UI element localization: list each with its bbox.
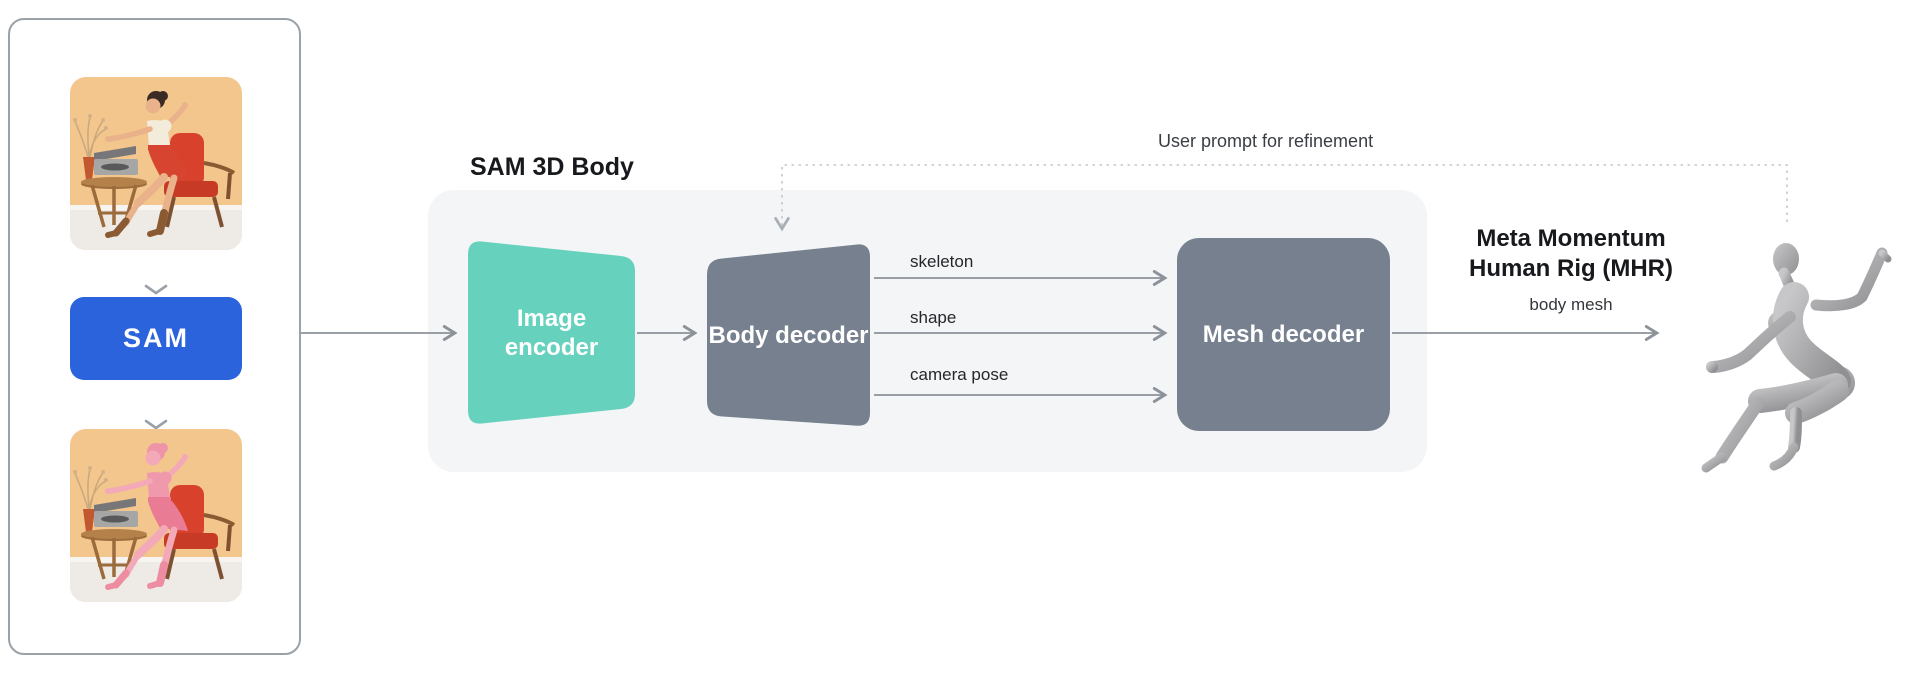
result-title: Meta Momentum Human Rig (MHR) bbox=[1441, 224, 1701, 284]
output-label-camera-pose: camera pose bbox=[910, 365, 1009, 384]
image-encoder-node bbox=[468, 241, 635, 424]
result-title-line1: Meta Momentum bbox=[1476, 225, 1666, 252]
chevron-down-icon bbox=[144, 419, 168, 430]
output-label-skeleton: skeleton bbox=[910, 252, 974, 271]
refinement-feedback-line bbox=[774, 164, 1788, 232]
mesh-decoder-node: Mesh decoder bbox=[1177, 238, 1390, 431]
result-subtitle: body mesh bbox=[1529, 295, 1613, 314]
result-title-line2: Human Rig (MHR) bbox=[1469, 255, 1673, 282]
image-encoder-label: Image encoder bbox=[504, 304, 599, 361]
refinement-label: User prompt for refinement bbox=[1158, 131, 1374, 151]
pipeline-title: SAM 3D Body bbox=[470, 153, 634, 181]
input-panel: SAM bbox=[8, 18, 301, 655]
chevron-down-icon bbox=[144, 284, 168, 295]
body-mesh-figure bbox=[1701, 243, 1892, 473]
sam-node: SAM bbox=[70, 297, 242, 380]
output-label-shape: shape bbox=[910, 308, 957, 327]
body-decoder-label: Body decoder bbox=[708, 321, 869, 349]
body-decoder-node bbox=[707, 244, 870, 426]
